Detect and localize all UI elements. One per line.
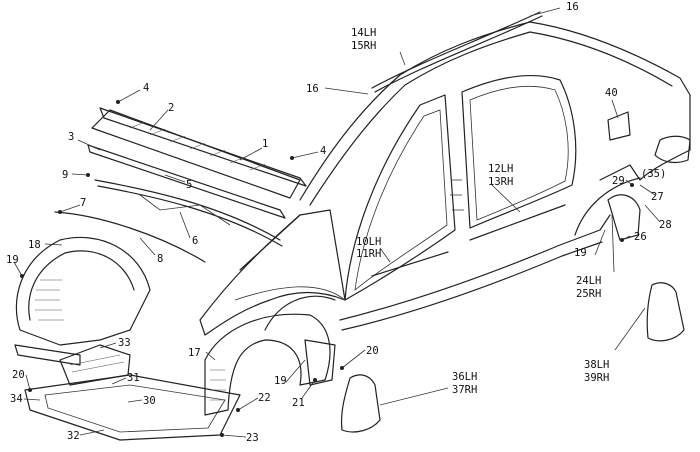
callout-15rh: 15RH — [351, 40, 376, 52]
rear-wheel-liner — [607, 194, 641, 241]
callout-13rh: 13RH — [488, 176, 513, 188]
callout-5: 5 — [186, 179, 192, 191]
callout-1: 1 — [262, 138, 268, 150]
callout-21: 21 — [292, 397, 305, 409]
callout-18: 18 — [28, 239, 41, 251]
callout-19a: 19 — [6, 254, 19, 266]
callout-labels: 1 2 3 4 4 5 6 7 8 9 10LH 11RH 12LH 13RH … — [6, 1, 672, 444]
callout-16a: 16 — [566, 1, 579, 13]
callout-31: 31 — [127, 372, 140, 384]
callout-22: 22 — [258, 392, 271, 404]
callout-4b: 4 — [320, 145, 326, 157]
cowl-panel-assembly — [54, 107, 307, 263]
mud-flap-rear — [646, 282, 685, 342]
callout-38lh: 38LH — [584, 359, 609, 371]
callout-27: 27 — [651, 191, 664, 203]
mud-flap-front — [340, 374, 381, 433]
callout-2: 2 — [168, 102, 174, 114]
callout-23: 23 — [246, 432, 259, 444]
callout-34: 34 — [10, 393, 23, 405]
callout-35: (35) — [641, 168, 666, 180]
callout-8: 8 — [157, 253, 163, 265]
callout-19b: 19 — [274, 375, 287, 387]
callout-20b: 20 — [366, 345, 379, 357]
body-side-panel — [199, 11, 691, 336]
front-fender-liner — [14, 236, 151, 366]
callout-28: 28 — [659, 219, 672, 231]
callout-7: 7 — [80, 197, 86, 209]
callout-24lh: 24LH — [576, 275, 601, 287]
wheelhouse-liner — [204, 313, 336, 416]
callout-20a: 20 — [12, 369, 25, 381]
callout-4a: 4 — [143, 82, 149, 94]
callout-16b: 16 — [306, 83, 319, 95]
callout-37rh: 37RH — [452, 384, 477, 396]
callout-36lh: 36LH — [452, 371, 477, 383]
callout-32: 32 — [67, 430, 80, 442]
callout-33: 33 — [118, 337, 131, 349]
callout-14lh: 14LH — [351, 27, 376, 39]
callout-30: 30 — [143, 395, 156, 407]
callout-10lh: 10LH — [356, 236, 381, 248]
fasteners — [20, 100, 634, 437]
callout-25rh: 25RH — [576, 288, 601, 300]
callout-26: 26 — [634, 231, 647, 243]
callout-3: 3 — [68, 131, 74, 143]
callout-9: 9 — [62, 169, 68, 181]
callout-11rh: 11RH — [356, 248, 381, 260]
underbody-shield — [24, 344, 241, 441]
callout-19c: 19 — [574, 247, 587, 259]
callout-17: 17 — [188, 347, 201, 359]
callout-39rh: 39RH — [584, 372, 609, 384]
callout-6: 6 — [192, 235, 198, 247]
callout-29: 29 — [612, 175, 625, 187]
callout-40: 40 — [605, 87, 618, 99]
callout-12lh: 12LH — [488, 163, 513, 175]
